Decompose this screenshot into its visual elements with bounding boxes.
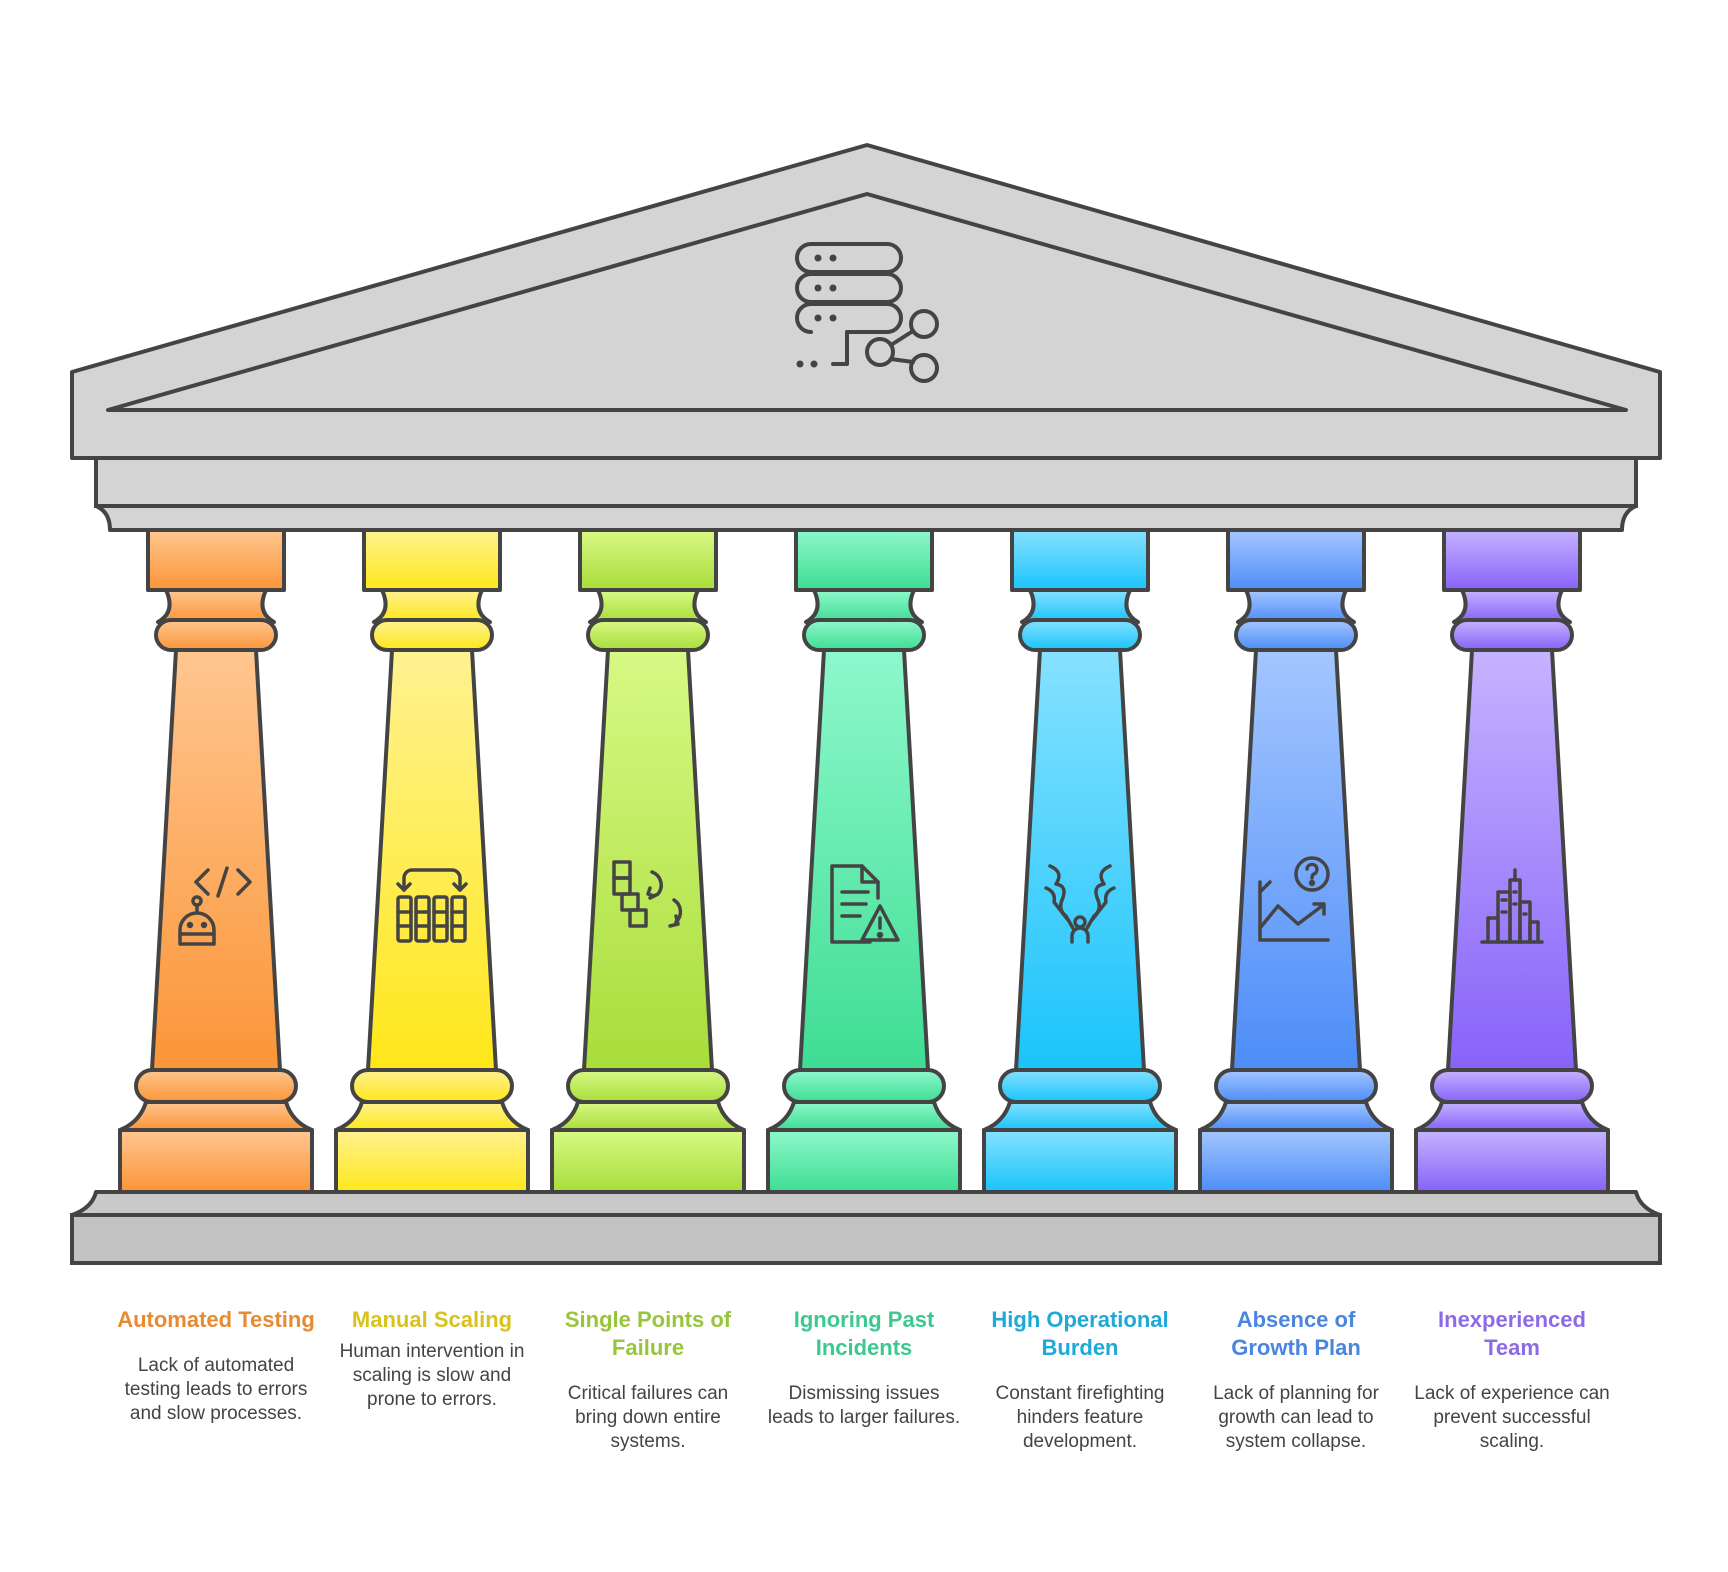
pillar-4 xyxy=(766,528,962,1194)
pillar-shaft xyxy=(1230,648,1362,1072)
pillar-plinth xyxy=(118,1128,314,1194)
pillar-base-flare xyxy=(118,1100,314,1132)
capital-band xyxy=(94,504,1638,532)
flow-failure-icon xyxy=(612,860,683,928)
pillar-base-flare xyxy=(766,1100,962,1132)
pillar-3 xyxy=(550,528,746,1194)
pillar-shaft xyxy=(150,648,282,1072)
pillar-bottom-ring xyxy=(134,1068,298,1104)
pillar-top-ring xyxy=(586,618,710,652)
pillar-plinth xyxy=(1414,1128,1610,1194)
pillar-neck xyxy=(588,588,708,624)
pillar-bottom-ring xyxy=(1430,1068,1594,1104)
pillar-capital xyxy=(1010,528,1150,592)
pillar-neck xyxy=(1452,588,1572,624)
pillar-base-flare xyxy=(982,1100,1178,1132)
pillar-shaft xyxy=(1014,648,1146,1072)
pillar-neck xyxy=(1236,588,1356,624)
pillar-top-ring xyxy=(802,618,926,652)
pillar-capital xyxy=(146,528,286,592)
pillar-neck xyxy=(804,588,924,624)
pillar-top-ring xyxy=(1018,618,1142,652)
pillar-base-flare xyxy=(334,1100,530,1132)
pillar-plinth xyxy=(982,1128,1178,1194)
pillar-5 xyxy=(982,528,1178,1194)
pillar-top-ring xyxy=(1234,618,1358,652)
pillar-base-flare xyxy=(1198,1100,1394,1132)
temple-base xyxy=(70,1190,1662,1265)
pillar-plinth xyxy=(550,1128,746,1194)
pillar-base-flare xyxy=(1414,1100,1610,1132)
pillar-base-flare xyxy=(550,1100,746,1132)
base-step-bottom xyxy=(70,1213,1662,1265)
pillar-plinth xyxy=(1198,1128,1394,1194)
pillar-top-ring xyxy=(370,618,494,652)
pillar-capital xyxy=(1226,528,1366,592)
pillar-7 xyxy=(1414,528,1610,1194)
pillar-neck xyxy=(372,588,492,624)
pillar-top-ring xyxy=(1450,618,1574,652)
document-warning-icon xyxy=(830,864,900,944)
pillar-capital xyxy=(578,528,718,592)
pillar-capital xyxy=(794,528,934,592)
pillar-6 xyxy=(1198,528,1394,1194)
pillar-shaft xyxy=(1446,648,1578,1072)
pillar-plinth xyxy=(334,1128,530,1194)
pillar-shaft xyxy=(798,648,930,1072)
pillar-2 xyxy=(334,528,530,1194)
firefighting-icon xyxy=(1044,864,1116,944)
pillar-top-ring xyxy=(154,618,278,652)
pillar-bottom-ring xyxy=(566,1068,730,1104)
city-skyline-icon xyxy=(1480,868,1544,944)
pillar-plinth xyxy=(766,1128,962,1194)
pillar-bottom-ring xyxy=(782,1068,946,1104)
pillar-neck xyxy=(1020,588,1140,624)
architrave xyxy=(94,456,1638,508)
pillar-bottom-ring xyxy=(350,1068,514,1104)
pillar-capital xyxy=(362,528,502,592)
pillar-bottom-ring xyxy=(1214,1068,1378,1104)
server-network-icon xyxy=(795,242,939,383)
base-step-top xyxy=(70,1190,1662,1217)
manual-scaling-icon xyxy=(396,868,468,943)
pillar-1 xyxy=(118,528,314,1194)
robot-code-icon xyxy=(178,866,252,946)
pillar-capital xyxy=(1442,528,1582,592)
pillar-neck xyxy=(156,588,276,624)
growth-question-icon xyxy=(1258,856,1330,942)
temple-entablature xyxy=(94,456,1638,532)
pillar-shaft xyxy=(582,648,714,1072)
pillar-bottom-ring xyxy=(998,1068,1162,1104)
pillars xyxy=(118,528,1610,1194)
pillar-shaft xyxy=(366,648,498,1072)
